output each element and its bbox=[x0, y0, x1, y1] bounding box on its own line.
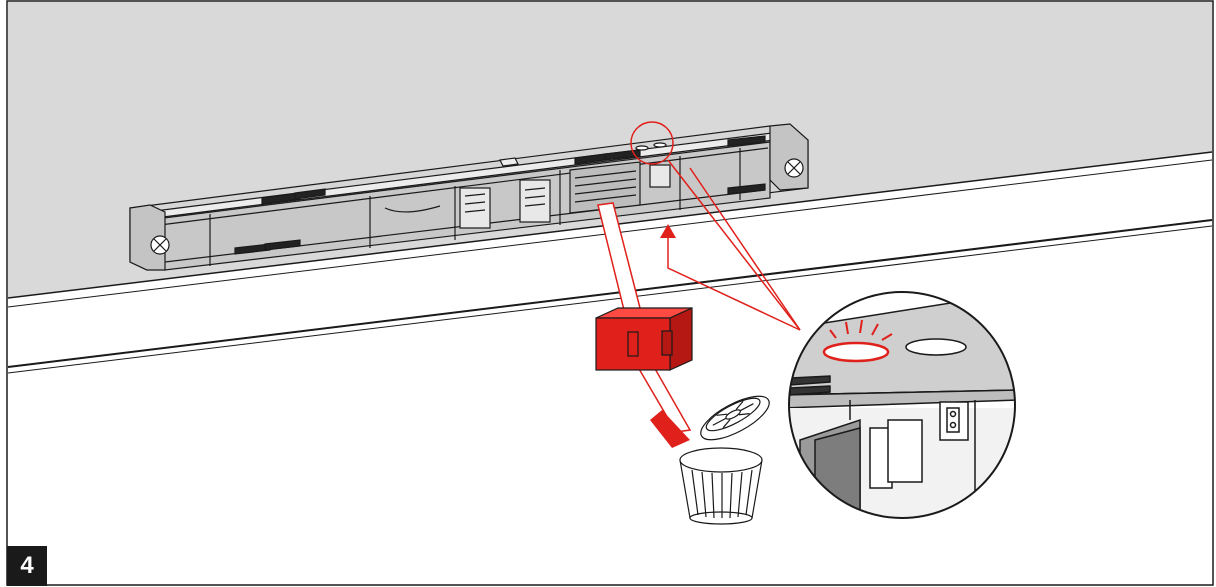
callout-line bbox=[689, 167, 801, 331]
removed-module bbox=[595, 307, 693, 371]
removal-path-arrow bbox=[597, 202, 692, 448]
callout-line bbox=[667, 159, 801, 331]
door-top-edge-1 bbox=[7, 219, 1213, 368]
operator-housing bbox=[129, 123, 809, 271]
indicator-light-icon bbox=[822, 341, 890, 363]
step-number-badge: 4 bbox=[7, 546, 47, 586]
door-top-edge-2 bbox=[7, 225, 1213, 374]
screw-icon bbox=[784, 158, 804, 178]
trash-can-icon bbox=[679, 395, 770, 525]
screw-icon bbox=[150, 235, 170, 255]
led-highlight-ring bbox=[630, 121, 674, 165]
arrow-icon bbox=[660, 224, 801, 331]
